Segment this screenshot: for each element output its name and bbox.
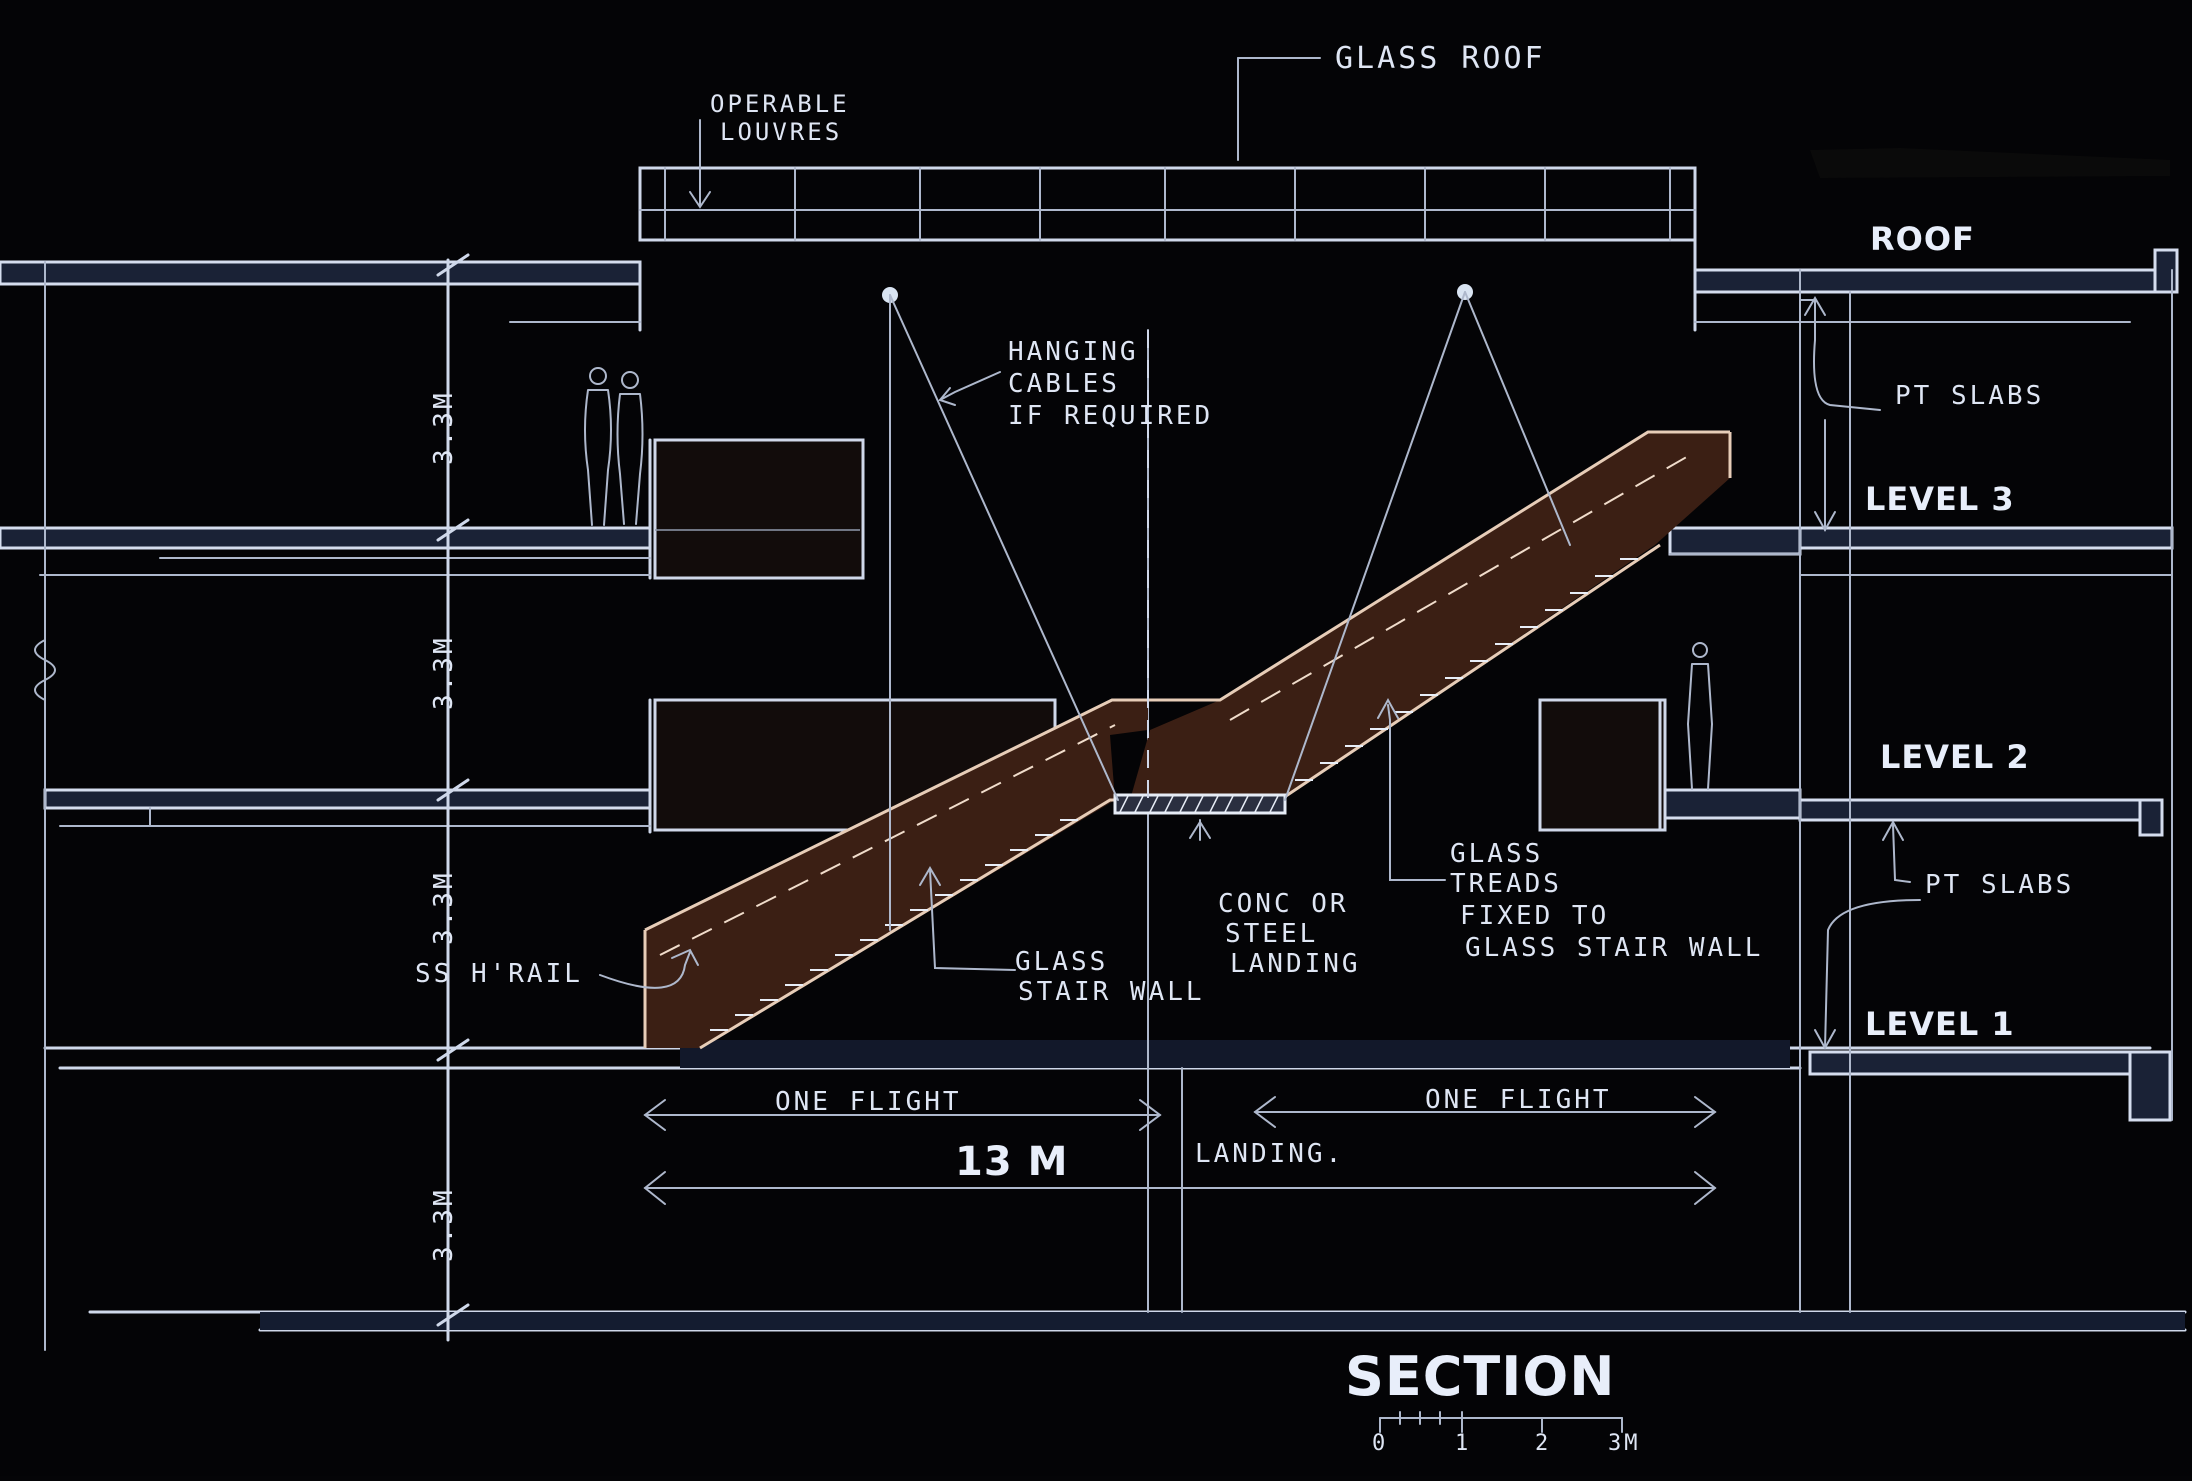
person-figure-level-2	[1686, 642, 1714, 790]
one-flight-left-label: ONE FLIGHT	[775, 1087, 962, 1117]
glass-treads-label-3: FIXED TO	[1460, 901, 1609, 931]
glass-treads-label-4: GLASS STAIR WALL	[1465, 933, 1763, 963]
height-dim-base: 3.3M	[429, 1187, 459, 1262]
height-dim-low: 3.3M	[429, 870, 459, 945]
scale-tick-2: 2	[1535, 1431, 1551, 1456]
scale-tick-1: 1	[1455, 1431, 1471, 1456]
hanging-cables-label-2: CABLES	[1008, 369, 1120, 399]
level-3-label: LEVEL 3	[1865, 480, 2015, 518]
operable-louvres-label-2: LOUVRES	[720, 118, 842, 146]
landing-label: LANDING.	[1195, 1139, 1344, 1169]
level-2-label: LEVEL 2	[1880, 738, 2030, 776]
conc-landing-label-1: CONC OR	[1218, 889, 1349, 919]
hanging-cables-label-1: HANGING	[1008, 337, 1139, 367]
pt-slabs-lower-label: PT SLABS	[1925, 870, 2074, 900]
level-1-label: LEVEL 1	[1865, 1005, 2015, 1043]
scale-bar: 0 1 2 3M	[1372, 1411, 1641, 1456]
glass-stair-wall-label-2: STAIR WALL	[1018, 977, 1205, 1007]
hanging-cables	[882, 284, 1571, 931]
glass-stair-wall-label-1: GLASS	[1015, 947, 1108, 977]
level-3-slab	[0, 438, 2174, 580]
one-flight-right-label: ONE FLIGHT	[1425, 1085, 1612, 1115]
overall-dimension-label: 13 M	[955, 1139, 1068, 1185]
scale-tick-3: 3M	[1608, 1431, 1641, 1456]
person-figures-level-3	[584, 367, 644, 526]
drawing-title: SECTION	[1345, 1345, 1615, 1408]
operable-louvres-label-1: OPERABLE	[710, 90, 850, 118]
stair	[643, 430, 1732, 1050]
roof-label: ROOF	[1870, 220, 1975, 258]
conc-landing-label-2: STEEL	[1225, 919, 1318, 949]
roof-slab	[0, 148, 2179, 332]
dimensions	[643, 1096, 1717, 1205]
conc-landing-label-3: LANDING	[1230, 949, 1361, 979]
leaders	[599, 296, 1921, 1051]
pt-slabs-upper-label: PT SLABS	[1895, 381, 2044, 411]
scale-tick-0: 0	[1372, 1431, 1388, 1456]
level-1-slab	[43, 1040, 2172, 1122]
lower-treads	[710, 819, 1078, 1031]
level-ticks	[436, 253, 470, 1327]
height-dim-top: 3.3M	[429, 390, 459, 465]
upper-treads	[1295, 558, 1638, 781]
glass-roof	[638, 57, 1697, 242]
glass-treads-label-1: GLASS	[1450, 839, 1543, 869]
height-dim-mid: 3.3M	[429, 635, 459, 710]
basement-slab	[88, 1310, 2187, 1332]
ss-handrail-label: SS H'RAIL	[415, 959, 583, 989]
glass-roof-label: GLASS ROOF	[1335, 41, 1546, 76]
hanging-cables-label-3: IF REQUIRED	[1008, 401, 1213, 431]
glass-treads-label-2: TREADS	[1450, 869, 1562, 899]
